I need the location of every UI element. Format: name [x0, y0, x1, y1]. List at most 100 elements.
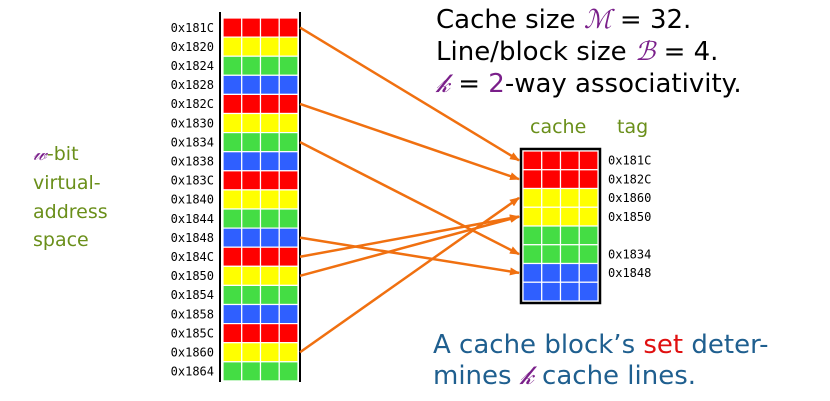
cache-cell: [541, 187, 562, 208]
memory-cell: [259, 323, 280, 344]
cache-cell: [559, 262, 580, 283]
address-space-label-line-1: 𝓌-bit: [33, 141, 79, 165]
memory-grid: [222, 17, 299, 382]
cache-parameters: Cache size ℳ = 32. Line/block size ℬ = 4…: [435, 5, 742, 99]
cache-cell: [578, 225, 599, 246]
memory-address-label: 0x1848: [171, 231, 214, 245]
memory-cell: [278, 170, 299, 191]
cache-cell: [578, 281, 599, 302]
k-math-symbol: 𝓀: [519, 361, 538, 391]
cache-cell: [522, 187, 543, 208]
w-math-symbol: 𝓌: [33, 141, 49, 165]
memory-address-label: 0x1834: [171, 135, 214, 149]
memory-address-label: 0x1830: [171, 116, 214, 130]
line-size-symbol: ℬ: [635, 37, 657, 67]
memory-cell: [241, 36, 262, 57]
address-space-label-line-3: address: [33, 201, 108, 223]
memory-cell: [259, 342, 280, 363]
cache-cell: [522, 150, 543, 171]
memory-cell: [241, 246, 262, 267]
memory-cell: [278, 132, 299, 153]
cache-cell: [578, 206, 599, 227]
cache-tag-label: 0x182C: [608, 172, 651, 186]
set-note-part-4: cache lines.: [534, 361, 696, 391]
cache-size-symbol: ℳ: [584, 5, 615, 35]
mapping-arrow: [299, 236, 520, 276]
memory-address-label: 0x184C: [171, 250, 214, 264]
cache-cell: [541, 206, 562, 227]
memory-cell: [222, 303, 243, 325]
memory-cell: [241, 323, 262, 344]
memory-cell: [241, 303, 262, 325]
memory-cell: [222, 189, 243, 210]
cache-cell: [522, 206, 543, 227]
memory-cell: [222, 93, 243, 115]
memory-cell: [222, 170, 243, 191]
cache-size-text: Cache size: [436, 5, 584, 35]
memory-cell: [259, 246, 280, 267]
cache-tag-label: 0x1848: [608, 266, 651, 280]
memory-cell: [241, 170, 262, 191]
mapping-arrows: [299, 26, 520, 354]
memory-cell: [259, 227, 280, 248]
memory-address-label: 0x1864: [171, 365, 214, 379]
memory-cell: [278, 342, 299, 363]
memory-address-label: 0x1844: [171, 212, 214, 226]
memory-address-label: 0x1850: [171, 269, 214, 283]
memory-cell: [278, 303, 299, 325]
associativity-value: 2: [488, 69, 505, 99]
w-bit-suffix: -bit: [47, 143, 79, 165]
memory-cell: [241, 284, 262, 306]
memory-cell: [278, 246, 299, 267]
set-note-part-1: A cache block’s: [433, 330, 643, 360]
memory-cell: [278, 189, 299, 210]
cache-cell: [522, 225, 543, 246]
memory-address-label: 0x1854: [171, 288, 214, 302]
memory-cell: [241, 361, 262, 382]
cache-cell: [541, 244, 562, 265]
memory-cell: [259, 132, 280, 153]
set-note-part-2: deter-: [683, 330, 768, 360]
cache-tag-label: 0x1850: [608, 210, 651, 224]
memory-cell: [222, 151, 243, 172]
associativity-equals: =: [450, 69, 488, 99]
memory-address-label: 0x1838: [171, 154, 214, 168]
memory-cell: [241, 342, 262, 363]
memory-cell: [259, 55, 280, 76]
memory-cell: [222, 36, 243, 57]
cache-cell: [541, 281, 562, 302]
line-size-line: Line/block size ℬ = 4.: [436, 37, 718, 67]
address-space-label: 𝓌-bit virtual- address space: [33, 141, 108, 251]
tag-header: tag: [617, 116, 648, 138]
cache-cell: [541, 150, 562, 171]
set-note-line-1: A cache block’s set deter-: [433, 330, 769, 360]
memory-cell: [278, 208, 299, 229]
memory-cell: [278, 265, 299, 286]
cache-cell: [559, 281, 580, 302]
cache-cell: [559, 187, 580, 208]
cache-tag-label: 0x1834: [608, 247, 651, 261]
memory-cell: [241, 132, 262, 153]
cache-cell: [559, 150, 580, 171]
memory-cell: [222, 246, 243, 267]
cache-cell: [578, 187, 599, 208]
memory-cell: [222, 342, 243, 363]
memory-address-label: 0x1840: [171, 193, 214, 207]
memory-address-label: 0x183C: [171, 174, 214, 188]
cache-cell: [578, 244, 599, 265]
set-note: A cache block’s set deter- mines 𝓀 cache…: [433, 330, 769, 391]
memory-address-label: 0x1860: [171, 345, 214, 359]
memory-cell: [241, 265, 262, 286]
cache-cell: [578, 150, 599, 171]
cache-grid: [522, 150, 599, 302]
cache-cell: [522, 169, 543, 190]
cache-tag-label: 0x1860: [608, 191, 651, 205]
memory-cell: [259, 265, 280, 286]
memory-cell: [278, 74, 299, 96]
memory-cell: [259, 17, 280, 38]
memory-cell: [278, 323, 299, 344]
memory-cell: [241, 93, 262, 115]
cache-cell: [541, 225, 562, 246]
memory-cell: [222, 74, 243, 96]
